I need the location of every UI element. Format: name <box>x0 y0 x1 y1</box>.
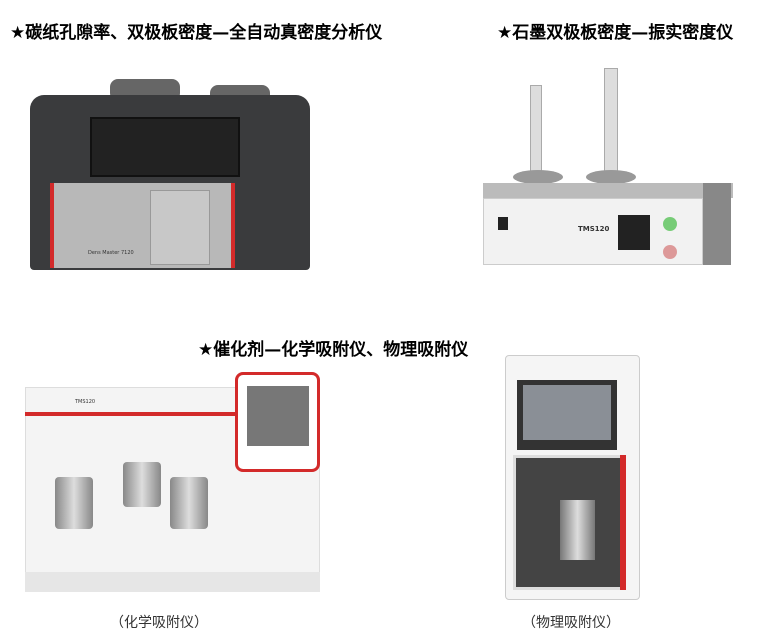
heading-catalyst: ★催化剂—化学吸附仪、物理吸附仪 <box>198 340 469 360</box>
device-model-label: TMS120 <box>578 225 610 233</box>
device-model-label: TMS120 <box>75 399 96 405</box>
physisorption-analyzer-image <box>505 355 640 600</box>
tap-density-meter-image: TMS120 <box>478 65 748 270</box>
device-model-label: Dens Master 7120 <box>88 250 134 256</box>
caption-chemisorption: （化学吸附仪） <box>110 615 208 631</box>
heading-graphite-plate: ★石墨双极板密度—振实密度仪 <box>497 23 734 43</box>
heading-carbon-paper: ★碳纸孔隙率、双极板密度—全自动真密度分析仪 <box>10 23 383 43</box>
caption-physisorption: （物理吸附仪） <box>522 615 620 631</box>
chemisorption-analyzer-image: TMS120 <box>25 372 320 592</box>
true-density-analyzer-image: Dens Master 7120 <box>10 75 320 275</box>
